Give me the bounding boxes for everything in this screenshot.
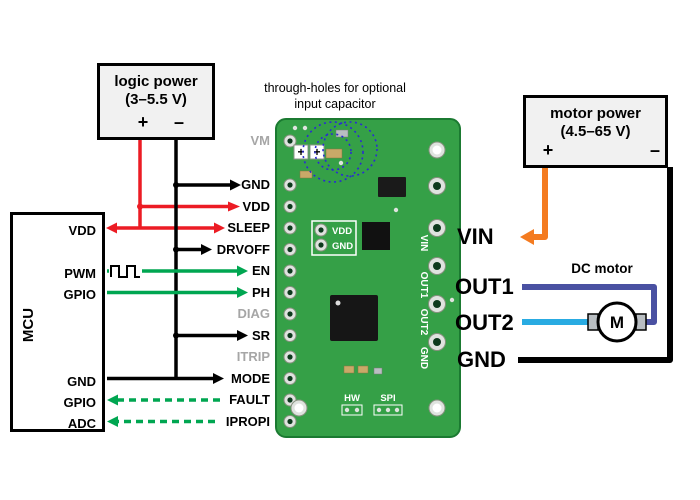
- motor-power-plus-terminal: +: [542, 140, 554, 160]
- silk-gnd-right-label: GND: [418, 347, 429, 369]
- vin-wire: [534, 166, 548, 240]
- jumper-silkscreen: HW SPI: [341, 393, 403, 416]
- mcu-pin-gnd: GND: [67, 374, 96, 389]
- mcu-pin-gpio1: GPIO: [63, 287, 96, 302]
- arrow-vdd: [228, 201, 240, 212]
- out1-wire: [522, 284, 657, 325]
- regulator-ic: [362, 222, 390, 250]
- silk-spi-label: SPI: [380, 393, 395, 404]
- terminal-label-out2: OUT2: [455, 310, 514, 335]
- board-pin-label-fault: FAULT: [229, 392, 270, 407]
- motor-m-mark: M: [610, 313, 624, 332]
- arrow-gnd: [230, 179, 241, 191]
- mcu-block: MCU VDD PWM GPIO GND GPIO ADC: [10, 212, 105, 432]
- board-components: [292, 125, 455, 375]
- board-outline: [275, 118, 461, 438]
- arrow-ph: [237, 287, 248, 298]
- driver-ic: [330, 295, 378, 341]
- arrow-mcu-vdd: [106, 222, 117, 234]
- silk-vdd-label: VDD: [332, 226, 352, 237]
- arrow-sleep: [214, 222, 225, 234]
- pwm-waveform-glyph: [109, 262, 142, 280]
- silk-out1-label: OUT1: [418, 272, 429, 299]
- motor-power-minus-terminal: –: [649, 140, 660, 160]
- board-pin-label-ph: PH: [251, 284, 270, 300]
- motor-power-wires: [518, 166, 673, 363]
- arrow-fault: [107, 394, 118, 406]
- small-ic: [378, 177, 406, 197]
- mcu-pin-pwm: PWM: [64, 266, 96, 281]
- terminal-label-gnd: GND: [457, 347, 506, 372]
- board-pin-label-diag: DIAG: [237, 306, 271, 321]
- board-pin-label-mode: MODE: [231, 370, 270, 386]
- feedback-wires: [107, 394, 220, 427]
- logic-power-minus-terminal: –: [173, 112, 184, 132]
- arrow-sr: [237, 330, 248, 341]
- terminal-label-vin: VIN: [457, 224, 494, 249]
- logic-power-plus-terminal: +: [137, 112, 149, 132]
- mcu-title: MCU: [20, 307, 37, 343]
- capacitor-plus-pads: + +: [293, 144, 325, 160]
- board-pin-label-drvoff: DRVOFF: [216, 241, 270, 257]
- silk-hw-label: HW: [344, 393, 360, 404]
- arrow-en: [237, 265, 248, 277]
- mcu-pin-adc: ADC: [67, 416, 96, 431]
- board-pin-label-sr: SR: [251, 327, 270, 343]
- board-pin-label-vdd: VDD: [242, 198, 270, 214]
- cap-plus-mark-1: +: [297, 145, 304, 159]
- arrow-drvoff: [201, 244, 212, 255]
- arrow-vin: [520, 229, 534, 245]
- driver-board: + + VDD: [275, 118, 461, 438]
- logic-power-range: (3–5.5 V): [125, 91, 187, 108]
- ground-wires: [107, 138, 248, 384]
- capacitor-annotation: through-holes for optional input capacit…: [225, 80, 445, 112]
- arrow-ipropi: [107, 416, 118, 427]
- silk-out2-label: OUT2: [418, 309, 429, 336]
- board-pin-label-vm: VM: [250, 133, 271, 148]
- terminal-label-out1: OUT1: [455, 274, 514, 299]
- dc-motor-caption: DC motor: [571, 261, 633, 276]
- arrow-mode: [213, 373, 224, 384]
- dc-motor-symbol: M: [587, 301, 647, 343]
- logic-power-supply: logic power (3–5.5 V) + –: [97, 63, 215, 140]
- board-pin-label-ipropi: IPROPI: [225, 413, 270, 429]
- silk-gnd-label: GND: [332, 241, 353, 252]
- capacitor-annotation-line1: through-holes for optional: [264, 81, 406, 95]
- board-pin-label-itrip: ITRIP: [236, 349, 270, 364]
- logic-power-wires: [106, 138, 240, 234]
- board-pin-label-en: EN: [251, 263, 270, 278]
- motor-power-range: (4.5–65 V): [560, 123, 631, 140]
- logic-power-title: logic power: [114, 73, 198, 90]
- capacitor-footprint-outline: [302, 121, 378, 183]
- mcu-pin-vdd: VDD: [68, 223, 96, 238]
- motor-power-title: motor power: [550, 105, 641, 122]
- power-silkscreen-labels: VIN OUT1 OUT2 GND: [418, 235, 429, 369]
- logic-header-silkscreen: VDD GND: [311, 220, 357, 256]
- mcu-pin-gpio2: GPIO: [63, 395, 96, 410]
- board-pin-label-sleep: SLEEP: [227, 220, 270, 235]
- motor-gnd-wire: [518, 167, 673, 363]
- board-pin-label-gnd: GND: [241, 177, 270, 192]
- capacitor-annotation-line2: input capacitor: [294, 97, 376, 111]
- silk-vin-label: VIN: [418, 235, 429, 252]
- cap-plus-mark-2: +: [313, 145, 320, 159]
- motor-power-supply: motor power (4.5–65 V) + –: [523, 95, 668, 168]
